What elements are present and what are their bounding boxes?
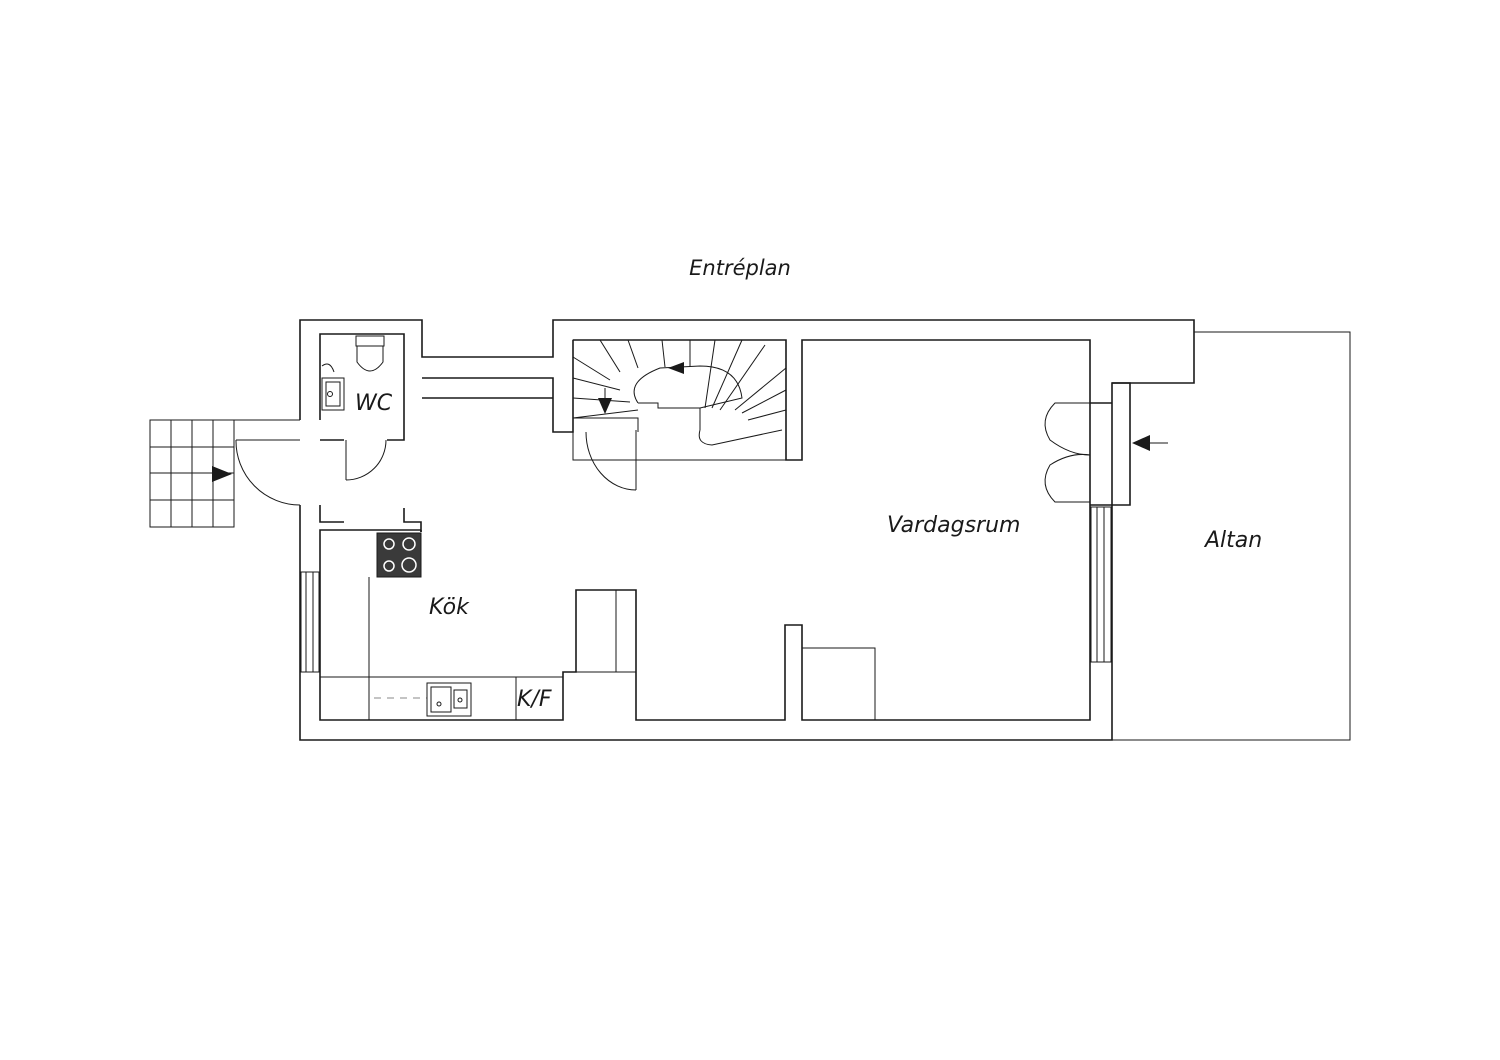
plan-title: Entréplan <box>689 256 791 280</box>
stairs-up-arrow-icon <box>668 362 684 374</box>
terrace <box>1112 331 1351 741</box>
outer-walls <box>299 319 1195 741</box>
entry-arrow-icon <box>1132 435 1168 451</box>
wc-door[interactable] <box>345 439 387 481</box>
windows <box>300 506 1112 673</box>
toilet-icon <box>355 335 385 372</box>
room-label-kf: K/F <box>517 687 552 712</box>
entrance-door[interactable] <box>235 439 301 506</box>
room-label-vardagsrum: Vardagsrum <box>887 513 1020 538</box>
kitchen-sink-icon <box>426 682 472 717</box>
stairs-arrow-icon <box>212 466 232 482</box>
kitchen-counters <box>320 577 563 720</box>
entrance-stairs <box>149 419 300 528</box>
living-room-cabinet <box>801 647 876 721</box>
terrace-double-door[interactable] <box>1044 402 1091 503</box>
stove-icon <box>376 532 422 578</box>
storage-door[interactable] <box>572 417 639 491</box>
room-label-altan: Altan <box>1203 528 1262 553</box>
stairs-down-arrow-icon <box>598 398 612 414</box>
kitchen-cabinet <box>575 589 637 673</box>
staircase <box>572 339 787 461</box>
room-label-wc: WC <box>355 391 393 416</box>
wc-sink-icon <box>321 363 345 411</box>
room-label-kok: Kök <box>429 595 470 620</box>
